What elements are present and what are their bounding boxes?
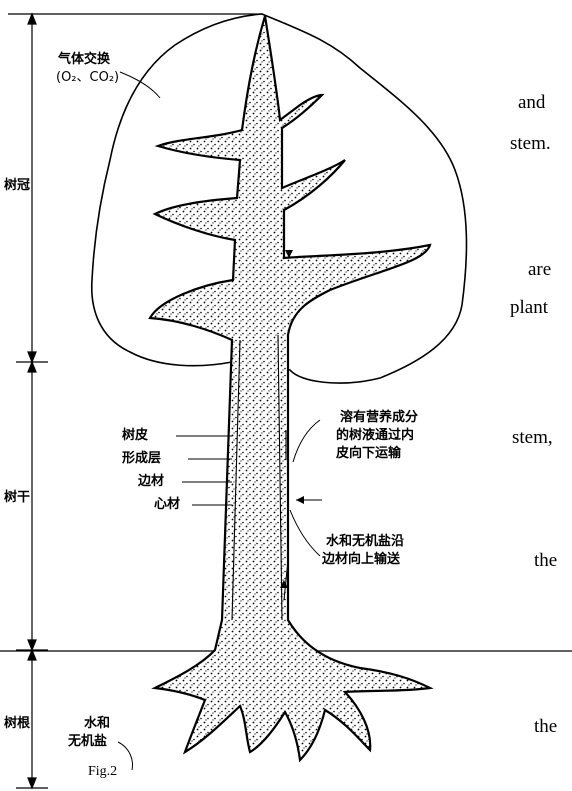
sapwood-label: 边材 — [138, 474, 164, 490]
side-text-5: stem, — [512, 427, 553, 449]
heartwood-label: 心材 — [154, 497, 180, 513]
phloem-note-line-2: 的树液通过内 — [336, 428, 414, 444]
side-text-4: plant — [510, 297, 548, 319]
side-text-7: the — [534, 716, 557, 738]
xylem-note-line-2: 边材向上输送 — [322, 552, 400, 568]
cambium-label: 形成层 — [122, 451, 161, 467]
root-label: 树根 — [4, 716, 30, 732]
side-text-3: are — [528, 259, 551, 281]
phloem-note-line-3: 皮向下运输 — [336, 446, 401, 462]
gas-exchange-label: 气体交换 — [58, 52, 110, 68]
figure-caption: Fig.2 — [88, 764, 117, 780]
phloem-note-line-1: 溶有营养成分 — [340, 410, 418, 426]
side-text-6: the — [534, 550, 557, 572]
root-input-line-2: 无机盐 — [68, 734, 107, 750]
root-input-line-1: 水和 — [84, 716, 110, 732]
bark-label: 树皮 — [122, 428, 148, 444]
side-text-1: and — [518, 92, 545, 114]
gas-formula-label: (O₂、CO₂) — [56, 70, 119, 86]
crown-label: 树冠 — [4, 178, 30, 194]
xylem-note-line-1: 水和无机盐沿 — [326, 534, 404, 550]
side-text-2: stem. — [510, 133, 551, 155]
trunk-label: 树干 — [4, 490, 30, 506]
